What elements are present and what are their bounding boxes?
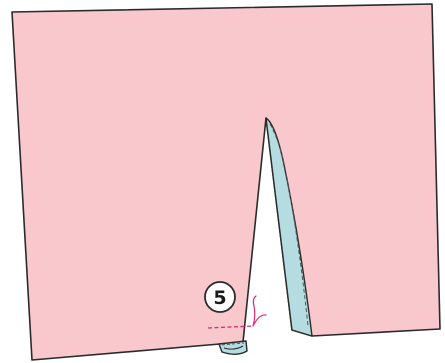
thread-tail <box>252 295 267 327</box>
hem-fold-stitch <box>221 342 245 346</box>
step-number: 5 <box>213 287 226 309</box>
hem-fold <box>218 340 248 355</box>
hem-fold-detail <box>223 345 244 350</box>
step-badge: 5 <box>204 281 236 313</box>
stitch-marker-line <box>207 325 254 329</box>
step-circle <box>204 281 236 313</box>
facing-stitch-line <box>269 123 309 327</box>
